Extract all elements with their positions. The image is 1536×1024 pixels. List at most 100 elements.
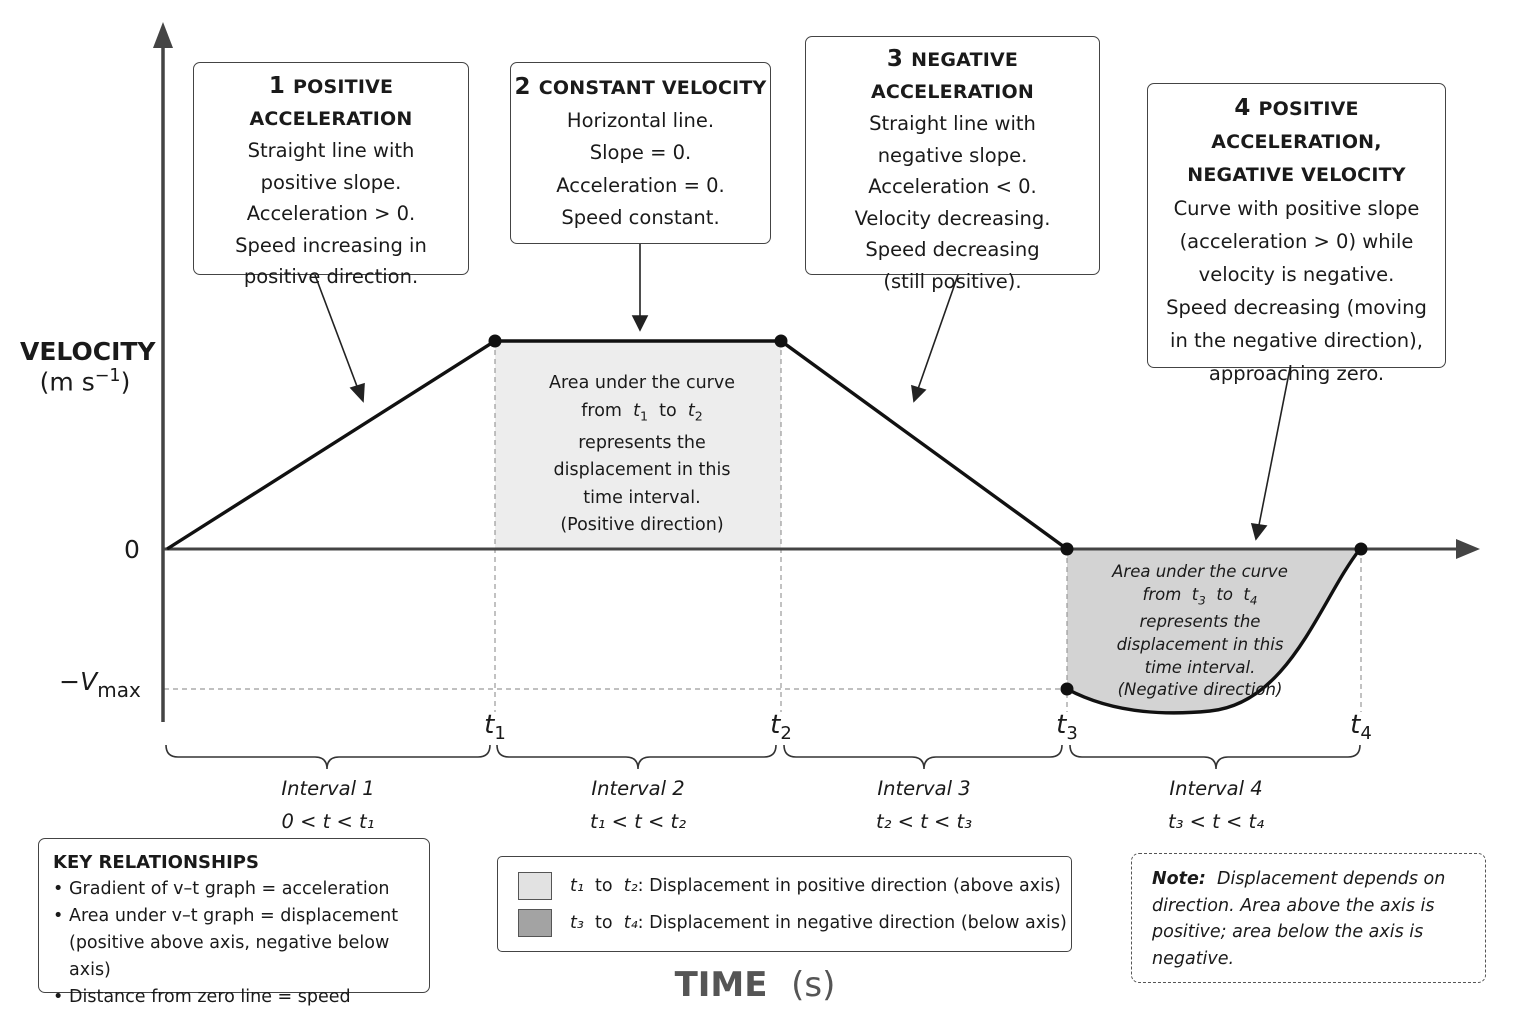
legend-text-negative: t₃ to t₄: Displacement in negative direc… xyxy=(570,913,1067,933)
interval-range: t₁ < t < t₂ xyxy=(589,810,687,833)
x-axis-unit: (s) xyxy=(791,965,836,1005)
vmax-label: −Vmax xyxy=(59,667,141,702)
interval-1-brace xyxy=(165,744,491,770)
callout-1-line: Straight line with xyxy=(247,139,415,162)
point-t1 xyxy=(488,334,502,348)
key-item-continuation: (positive above axis, negative below axi… xyxy=(69,933,390,980)
callout-4-line: Curve with positive slope xyxy=(1173,197,1420,220)
callout-2-line: Horizontal line. xyxy=(566,108,715,132)
negative-displacement-area xyxy=(1067,549,1360,713)
velocity-curve-interval-4 xyxy=(1066,547,1362,715)
callout-3-arrowhead xyxy=(911,384,927,403)
area-pos-line: displacement in this xyxy=(553,460,731,480)
area-neg-line: (Negative direction) xyxy=(1117,680,1283,700)
legend-swatch-negative xyxy=(518,909,552,937)
y-axis-label: VELOCITY (m s−1) xyxy=(20,337,156,397)
callout-3-line: Straight line with xyxy=(869,112,1036,135)
callout-3-line: Velocity decreasing. xyxy=(854,206,1051,230)
interval-2-brace xyxy=(496,744,777,770)
y-axis-unit: (m s−1) xyxy=(39,366,131,397)
key-relationships-box: KEY RELATIONSHIPS Gradient of v–t graph … xyxy=(38,838,430,1011)
area-neg-line: represents the xyxy=(1139,612,1261,632)
interval-1-label: Interval 1 0 < t < t₁ xyxy=(208,772,448,838)
interval-name: Interval 4 xyxy=(1169,777,1263,800)
positive-area-description: Area under the curve from t1 to t2 repre… xyxy=(500,370,784,540)
callout-2-arrowhead xyxy=(631,315,649,332)
callout-1-line: Acceleration > 0. xyxy=(246,202,416,225)
key-relationships-list: Gradient of v–t graph = acceleration Are… xyxy=(53,876,415,1011)
t2-label: t2 xyxy=(770,710,792,744)
callout-4-line: approaching zero. xyxy=(1208,362,1385,385)
interval-name: Interval 3 xyxy=(877,777,971,800)
callout-1-arrow xyxy=(314,274,359,390)
area-neg-range: from t3 to t4 xyxy=(1142,584,1258,607)
point-t3-vmax xyxy=(1060,682,1074,696)
area-pos-line: Area under the curve xyxy=(549,373,735,393)
callout-3-line: Acceleration < 0. xyxy=(868,175,1037,198)
note-label: Note: xyxy=(1152,869,1206,889)
interval-2-label: Interval 2 t₁ < t < t₂ xyxy=(518,772,758,838)
callout-4-line: in the negative direction), xyxy=(1170,329,1423,352)
y-axis-title: VELOCITY xyxy=(20,337,156,366)
note-text: Displacement depends on direction. Area … xyxy=(1152,869,1446,969)
legend-text-positive: t₁ to t₂: Displacement in positive direc… xyxy=(570,876,1061,896)
callout-3-line: (still positive). xyxy=(883,269,1022,293)
y-axis-arrow xyxy=(153,22,173,48)
interval-range: 0 < t < t₁ xyxy=(281,810,375,833)
area-neg-line: Area under the curve xyxy=(1112,562,1288,581)
interval-range: t₃ < t < t₄ xyxy=(1167,810,1265,833)
positive-displacement-area xyxy=(495,341,781,549)
area-neg-line: displacement in this xyxy=(1116,635,1284,655)
point-t2 xyxy=(774,334,788,348)
key-relationships-title: KEY RELATIONSHIPS xyxy=(53,852,259,873)
t3-label: t3 xyxy=(1056,710,1078,744)
key-item: Area under v–t graph = displacement xyxy=(53,903,415,930)
callout-4-title-line-2: NEGATIVE VELOCITY xyxy=(1187,164,1406,186)
legend-row-negative: t₃ to t₄: Displacement in negative direc… xyxy=(518,908,1067,938)
area-pos-line: represents the xyxy=(578,432,706,453)
area-neg-line: time interval. xyxy=(1144,657,1256,677)
zero-label: 0 xyxy=(124,535,140,564)
callout-1-arrowhead xyxy=(349,382,365,403)
x-axis-label: TIME (s) xyxy=(640,965,870,1005)
point-t4 xyxy=(1354,542,1368,556)
area-pos-range: from t1 to t2 xyxy=(581,400,703,424)
area-pos-line: time interval. xyxy=(583,487,701,508)
callout-4-arrow xyxy=(1258,367,1291,526)
legend-box: t₁ to t₂: Displacement in positive direc… xyxy=(497,856,1072,952)
x-axis-title: TIME xyxy=(674,965,768,1005)
callout-2-line: Speed constant. xyxy=(561,206,720,229)
key-item: Distance from zero line = speed xyxy=(53,984,415,1011)
callout-3-arrow xyxy=(917,274,959,390)
callout-2-line: Acceleration = 0. xyxy=(556,173,725,197)
callout-3-line: Speed decreasing xyxy=(865,238,1040,261)
interval-name: Interval 1 xyxy=(281,777,375,800)
callout-4-line: velocity is negative. xyxy=(1198,263,1395,286)
negative-area-description: Area under the curve from t3 to t4 repre… xyxy=(1083,561,1317,702)
callout-1-line: Speed increasing in xyxy=(235,233,427,257)
t4-label: t4 xyxy=(1350,710,1372,744)
callout-3-line: negative slope. xyxy=(877,143,1028,167)
callout-4-line: (acceleration > 0) while xyxy=(1179,230,1414,253)
callout-4-line: Speed decreasing (moving xyxy=(1166,296,1427,319)
callout-2-line: Slope = 0. xyxy=(589,141,692,164)
callout-1-line: positive direction. xyxy=(243,265,419,288)
point-t3-zero xyxy=(1060,542,1074,556)
key-item: Gradient of v–t graph = acceleration xyxy=(53,876,415,903)
velocity-curve xyxy=(166,339,1068,551)
t1-label: t1 xyxy=(484,710,506,744)
area-pos-line: (Positive direction) xyxy=(560,515,724,535)
legend-row-positive: t₁ to t₂: Displacement in positive direc… xyxy=(518,871,1061,901)
interval-3-label: Interval 3 t₂ < t < t₃ xyxy=(804,772,1044,838)
note-box: Note: Displacement depends on direction.… xyxy=(1131,853,1486,983)
callout-1-line: positive slope. xyxy=(260,170,402,194)
